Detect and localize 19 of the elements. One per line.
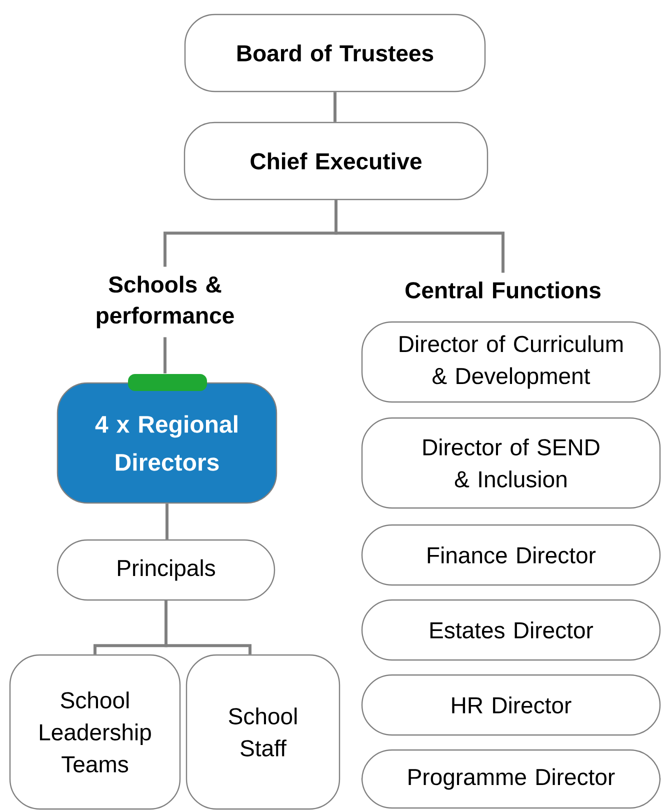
org-box: Director of SEND & Inclusion	[361, 417, 661, 509]
connector-line	[334, 200, 504, 273]
connector-line	[166, 504, 168, 540]
connector-line	[164, 600, 252, 654]
group-heading: Schools & performance	[96, 276, 234, 328]
org-box: School Leadership Teams	[9, 654, 181, 810]
org-box: Programme Director	[361, 749, 661, 809]
highlighted-box: 4 x Regional Directors	[56, 374, 278, 504]
org-box: HR Director	[361, 674, 661, 736]
org-box: Director of Curriculum & Development	[361, 321, 661, 403]
group-heading: Central Functions	[406, 282, 600, 298]
org-box: Chief Executive	[184, 122, 488, 200]
org-box: Principals	[56, 539, 276, 601]
org-box: Estates Director	[361, 599, 661, 661]
org-box: Finance Director	[361, 524, 661, 586]
connector-line	[164, 337, 166, 374]
connector-line	[334, 92, 336, 122]
org-box: School Staff	[186, 654, 340, 810]
org-box: Board of Trustees	[184, 14, 486, 92]
